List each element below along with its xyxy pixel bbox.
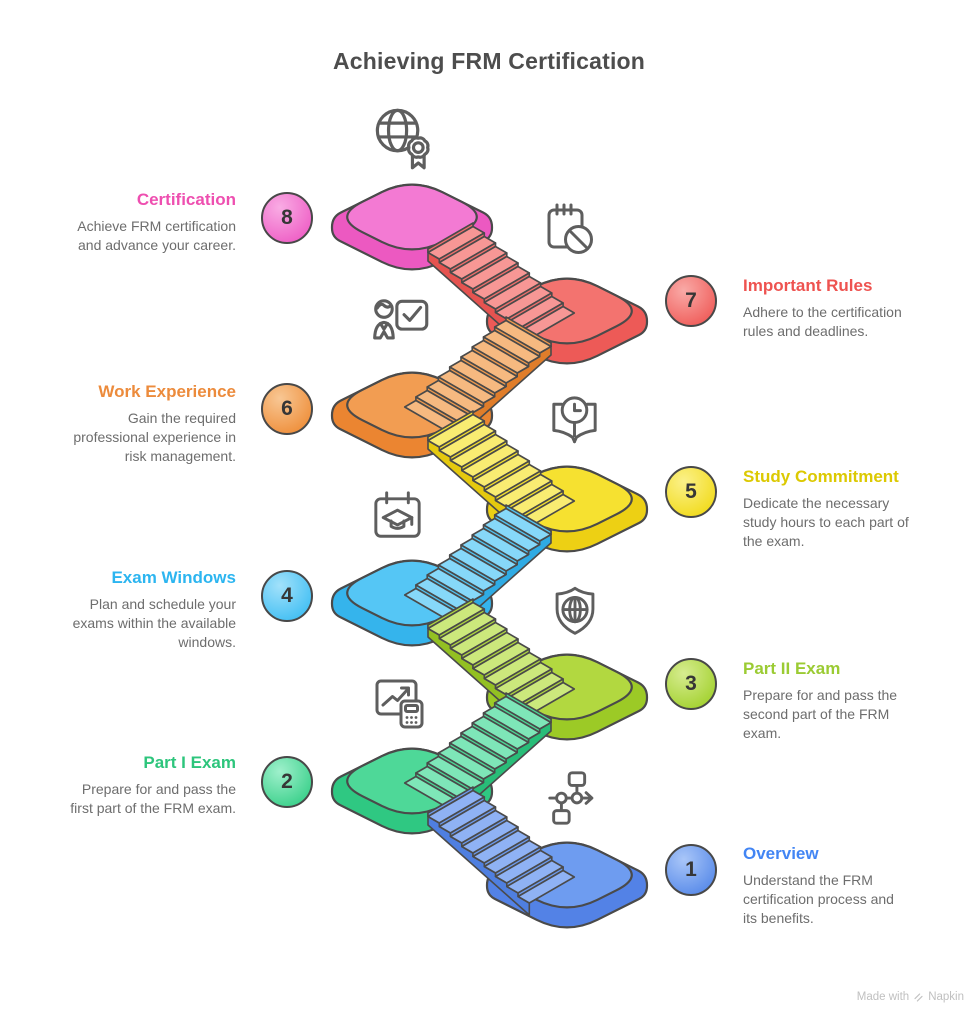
step-1-block: Overview Understand the FRM certificatio… — [743, 844, 911, 927]
footer-label: Made with — [856, 991, 910, 1003]
step-5-badge: 5 — [665, 466, 717, 518]
person-check-icon — [369, 292, 435, 358]
step-2-description: Prepare for and pass the first part of t… — [70, 781, 236, 816]
step-4-description: Plan and schedule your exams within the … — [72, 596, 236, 650]
globe-award-icon — [371, 104, 439, 172]
step-5-block: Study Commitment Dedicate the necessary … — [743, 467, 913, 550]
step-6-title: Work Experience — [98, 382, 236, 401]
step-2-title: Part I Exam — [143, 753, 236, 772]
napkin-logo-icon — [914, 992, 923, 1002]
step-number: 3 — [685, 672, 697, 695]
step-3-description: Prepare for and pass the second part of … — [743, 687, 898, 741]
step-3-block: Part II Exam Prepare for and pass the se… — [743, 659, 915, 742]
step-number: 7 — [685, 289, 697, 312]
step-8-block: Certification Achieve FRM certification … — [66, 190, 236, 255]
step-3-title: Part II Exam — [743, 659, 841, 678]
step-8-title: Certification — [136, 190, 236, 209]
step-7-title: Important Rules — [743, 276, 873, 295]
step-2-block: Part I Exam Prepare for and pass the fir… — [68, 753, 236, 818]
step-4-badge: 4 — [261, 570, 313, 622]
shield-globe-icon — [544, 581, 606, 643]
calendar-blocked-icon — [536, 199, 600, 263]
chart-calculator-icon — [368, 672, 432, 736]
step-number: 2 — [281, 770, 293, 793]
step-number: 8 — [281, 206, 293, 229]
step-7-block: Important Rules Adhere to the certificat… — [743, 276, 921, 341]
step-number: 4 — [281, 584, 293, 607]
calendar-graduation-icon — [366, 487, 429, 550]
footer-brand: Napkin — [928, 991, 964, 1003]
step-2-badge: 2 — [261, 756, 313, 808]
step-7-description: Adhere to the certification rules and de… — [743, 304, 902, 339]
step-number: 6 — [281, 397, 293, 420]
book-clock-icon — [543, 389, 606, 452]
step-1-title: Overview — [743, 844, 819, 863]
step-number: 1 — [685, 858, 697, 881]
step-1-description: Understand the FRM certification process… — [743, 872, 894, 926]
step-1-badge: 1 — [665, 844, 717, 896]
page-title: Achieving FRM Certification — [332, 48, 646, 74]
made-with-napkin[interactable]: Made with Napkin — [857, 991, 964, 1003]
step-number: 5 — [685, 480, 697, 503]
step-6-block: Work Experience Gain the required profes… — [64, 382, 236, 465]
step-5-description: Dedicate the necessary study hours to ea… — [743, 495, 909, 549]
step-4-block: Exam Windows Plan and schedule your exam… — [64, 568, 236, 651]
flowchart-icon — [543, 768, 605, 830]
step-8-badge: 8 — [261, 192, 313, 244]
step-7-badge: 7 — [665, 275, 717, 327]
step-4-title: Exam Windows — [111, 568, 236, 587]
step-3-badge: 3 — [665, 658, 717, 710]
step-8-description: Achieve FRM certification and advance yo… — [77, 218, 236, 253]
step-6-badge: 6 — [261, 383, 313, 435]
step-6-description: Gain the required professional experienc… — [73, 410, 236, 464]
step-5-title: Study Commitment — [743, 467, 899, 486]
